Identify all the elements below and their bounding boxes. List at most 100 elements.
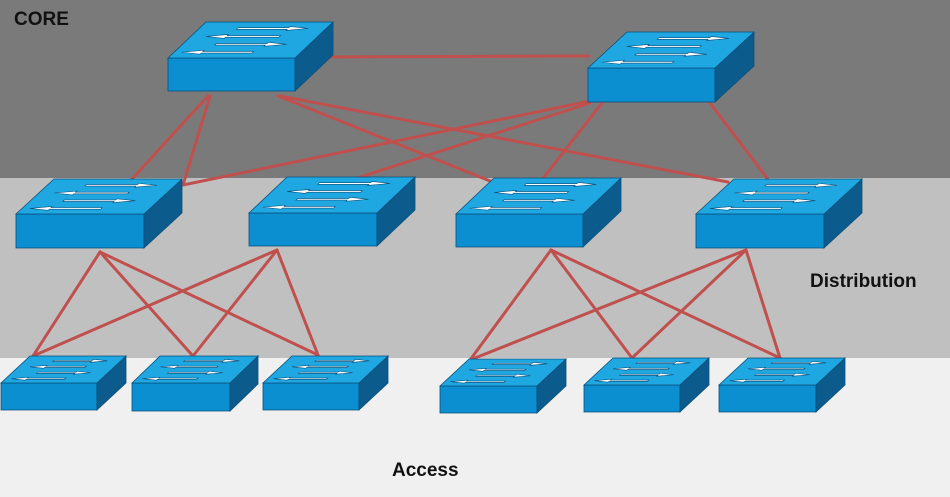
link-dist-2-to-access-2 — [191, 248, 279, 358]
switch-front-face — [15, 213, 145, 249]
switch-arrow-icon — [491, 362, 548, 366]
switches-group — [0, 21, 864, 414]
switch-front-face — [0, 382, 98, 411]
link-dist-3-to-access-6 — [549, 248, 782, 360]
link-core-2-to-dist-2 — [349, 101, 592, 182]
switch-top-face — [717, 357, 847, 386]
link-dist-2-to-access-3 — [275, 248, 320, 357]
switch-access-4 — [438, 358, 568, 414]
switch-arrow-icon — [287, 189, 363, 194]
switch-arrow-icon — [523, 182, 597, 187]
switch-arrow-icon — [54, 190, 131, 196]
switch-arrow-icon — [316, 181, 391, 186]
switch-top-face — [454, 177, 623, 215]
switch-top-face — [438, 358, 568, 387]
switch-arrow-icon — [763, 183, 838, 188]
link-dist-1-to-access-2 — [98, 250, 195, 358]
switch-arrow-icon — [297, 370, 353, 375]
switch-arrow-icon — [618, 372, 674, 377]
core-layer-band — [0, 0, 950, 178]
switch-front-face — [718, 384, 817, 413]
switch-top-face — [0, 355, 128, 384]
switch-access-2 — [131, 355, 259, 412]
link-dist-4-to-access-5 — [630, 248, 748, 360]
switch-arrow-icon — [634, 52, 707, 57]
switch-front-face — [695, 213, 825, 249]
core-layer-label: CORE — [14, 9, 69, 30]
switch-arrow-icon — [501, 198, 575, 203]
switch-arrow-icon — [742, 198, 816, 203]
switch-arrow-icon — [635, 361, 691, 365]
switch-arrow-icon — [262, 204, 337, 210]
switch-dist-3 — [454, 177, 623, 248]
switch-arrow-icon — [183, 359, 240, 363]
switch-front-face — [587, 67, 716, 103]
switch-arrow-icon — [295, 197, 369, 202]
switch-arrow-icon — [83, 183, 158, 188]
switch-arrow-icon — [734, 190, 811, 196]
switch-dist-1 — [14, 178, 184, 249]
switch-arrow-icon — [474, 373, 531, 378]
switch-arrow-icon — [160, 364, 219, 369]
switch-arrow-icon — [11, 376, 67, 381]
switch-arrow-icon — [181, 49, 255, 55]
link-dist-3-to-access-4 — [468, 248, 553, 362]
switch-dist-4 — [694, 178, 864, 249]
switch-arrow-icon — [656, 36, 730, 41]
switch-top-face — [247, 176, 417, 214]
switch-arrow-icon — [753, 372, 810, 377]
switch-top-face — [166, 21, 335, 59]
link-dist-1-to-access-1 — [31, 250, 102, 358]
switch-arrow-icon — [29, 364, 88, 369]
switch-arrow-icon — [62, 198, 136, 203]
link-dist-3-to-access-5 — [549, 248, 634, 360]
switch-top-face — [582, 357, 711, 386]
link-core-1-to-core-2 — [292, 54, 591, 59]
switch-front-face — [167, 57, 296, 92]
switch-arrow-icon — [612, 366, 671, 371]
switch-arrow-icon — [770, 361, 827, 365]
switch-access-6 — [717, 357, 847, 413]
switch-arrow-icon — [142, 376, 199, 381]
switch-access-3 — [261, 355, 390, 411]
switch-top-face — [586, 31, 756, 69]
link-core-1-to-dist-3 — [276, 94, 492, 183]
link-core-2-to-dist-3 — [538, 101, 604, 184]
link-dist-4-to-access-4 — [468, 248, 748, 362]
access-layer-label: Access — [392, 460, 459, 481]
switch-arrow-icon — [594, 378, 650, 383]
switch-arrow-icon — [601, 59, 675, 65]
switch-arrow-icon — [748, 366, 806, 371]
link-core-1-to-dist-1 — [129, 94, 210, 182]
link-core-2-to-dist-4 — [708, 101, 772, 184]
switch-arrow-icon — [35, 370, 91, 375]
switch-top-face — [261, 355, 390, 384]
switch-arrow-icon — [291, 364, 350, 369]
switch-front-face — [262, 382, 360, 411]
link-core-1-to-dist-2 — [181, 94, 212, 187]
switch-arrow-icon — [450, 379, 507, 384]
links-group — [31, 54, 782, 362]
switch-arrow-icon — [166, 370, 224, 375]
switch-arrow-icon — [29, 206, 104, 211]
switch-arrow-icon — [314, 359, 370, 363]
switch-arrow-icon — [469, 367, 527, 372]
switch-core-2 — [586, 31, 756, 103]
switch-front-face — [583, 384, 681, 413]
link-dist-1-to-access-3 — [98, 250, 320, 357]
distribution-layer-label: Distribution — [810, 271, 917, 292]
switch-front-face — [439, 385, 538, 414]
link-core-1-to-dist-4 — [278, 94, 730, 184]
switch-arrow-icon — [273, 376, 329, 381]
switch-top-face — [131, 355, 259, 384]
switch-front-face — [248, 212, 378, 247]
switch-arrow-icon — [729, 378, 786, 383]
switch-core-1 — [166, 21, 335, 92]
switch-front-face — [131, 382, 231, 412]
switch-arrow-icon — [494, 190, 570, 195]
switch-arrow-icon — [206, 34, 282, 39]
switch-arrow-icon — [469, 205, 543, 211]
link-core-2-to-dist-1 — [181, 99, 592, 187]
switch-arrow-icon — [626, 44, 702, 49]
